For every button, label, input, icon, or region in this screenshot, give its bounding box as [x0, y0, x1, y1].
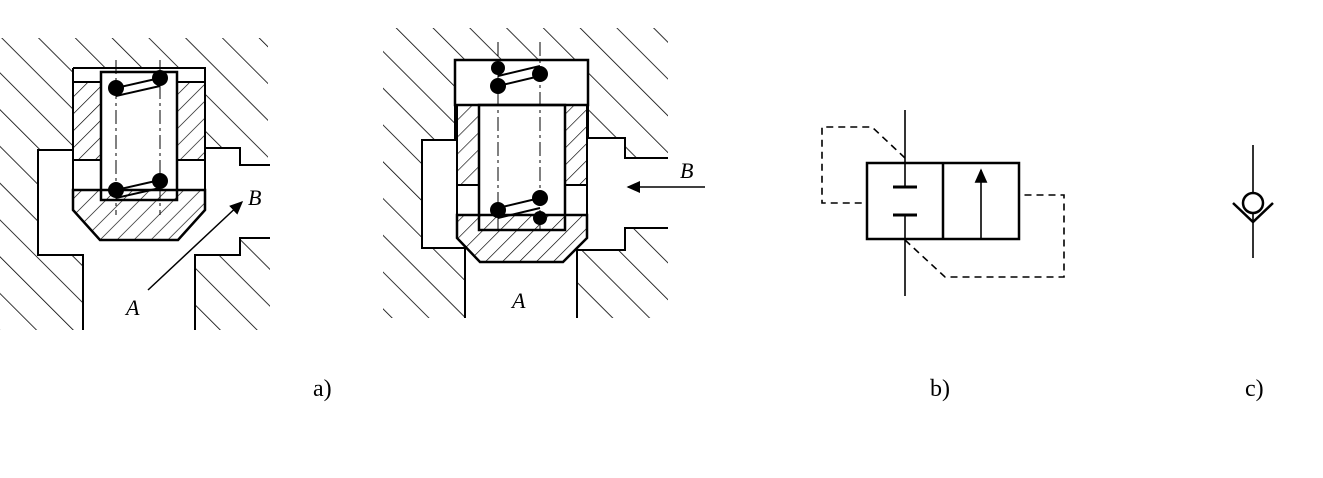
check-valve-symbol-icon [1232, 145, 1274, 258]
spring-icon [490, 42, 548, 235]
poppet-right [455, 213, 589, 264]
caption-b: b) [930, 376, 950, 402]
flow-arrow-a-to-b [147, 200, 244, 291]
valve-body-right-lower [577, 228, 668, 318]
panel-a-right-section: B A [383, 28, 705, 318]
port-label-a: A [124, 295, 140, 320]
poppet-left [71, 188, 207, 242]
cavity-outline-left [73, 67, 270, 166]
port-label-b: B [248, 185, 261, 210]
port-label-b: B [680, 158, 693, 183]
port-label-a: A [510, 288, 526, 313]
two-position-valve-symbol-icon [821, 110, 1065, 296]
caption-a: a) [313, 376, 332, 402]
spring-icon [108, 60, 168, 215]
valve-body-left [0, 38, 268, 330]
valve-body-left-lower [195, 238, 270, 330]
panel-a-left-section: A B [0, 38, 270, 330]
caption-c: c) [1245, 376, 1264, 402]
